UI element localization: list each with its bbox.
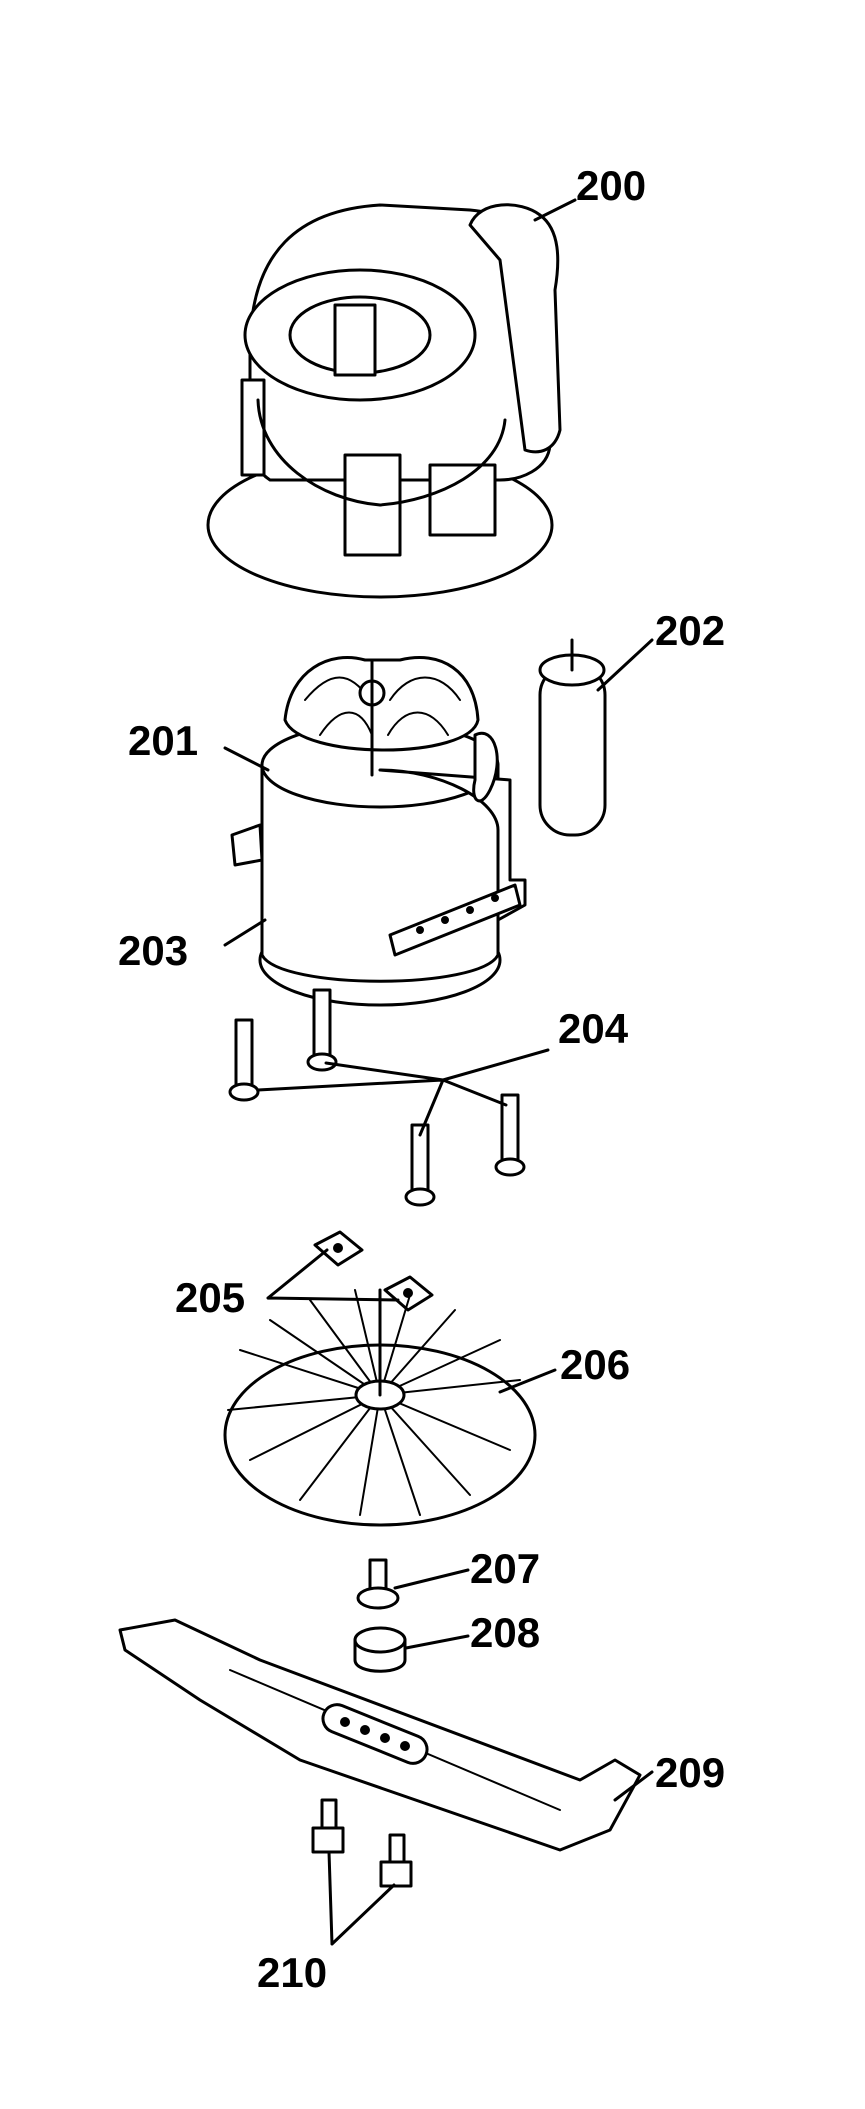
spacer-208 bbox=[353, 1626, 407, 1673]
leader-lines bbox=[223, 198, 654, 1946]
part-number-203: 203 bbox=[118, 927, 189, 974]
motor-housing-200 bbox=[206, 203, 562, 599]
part-number-206: 206 bbox=[560, 1341, 631, 1388]
blade-209 bbox=[118, 1618, 642, 1852]
screws-204 bbox=[228, 988, 526, 1207]
part-number-200: 200 bbox=[576, 162, 647, 209]
nuts-205 bbox=[313, 1230, 434, 1312]
part-number-207: 207 bbox=[470, 1545, 541, 1592]
part-number-205: 205 bbox=[175, 1274, 246, 1321]
capacitor-202 bbox=[538, 638, 607, 837]
part-number-210: 210 bbox=[257, 1949, 328, 1996]
motor-201-203 bbox=[230, 656, 527, 1007]
part-number-201: 201 bbox=[128, 717, 199, 764]
bolt-207 bbox=[356, 1558, 400, 1610]
fan-206 bbox=[223, 1288, 537, 1527]
part-number-204: 204 bbox=[558, 1005, 629, 1052]
part-number-209: 209 bbox=[655, 1749, 726, 1796]
part-number-208: 208 bbox=[470, 1609, 541, 1656]
part-number-202: 202 bbox=[655, 607, 726, 654]
bolts-210 bbox=[311, 1798, 413, 1888]
